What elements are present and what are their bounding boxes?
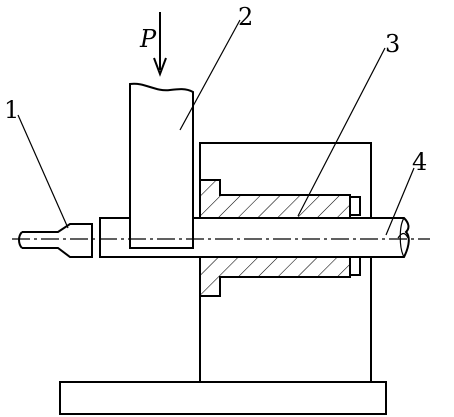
ram-part [129, 82, 194, 249]
leader-line-3 [297, 47, 386, 217]
force-arrow [153, 12, 167, 77]
base-plate [59, 381, 387, 415]
label-part-2: 2 [238, 3, 253, 31]
label-part-1: 1 [4, 96, 19, 124]
force-label: P [139, 25, 157, 53]
leader-line-4 [385, 167, 415, 236]
leader-line-2 [179, 19, 241, 131]
leader-line-1 [17, 114, 69, 229]
label-part-3: 3 [385, 30, 400, 58]
label-part-4: 4 [412, 148, 427, 176]
rod-part [18, 223, 93, 258]
